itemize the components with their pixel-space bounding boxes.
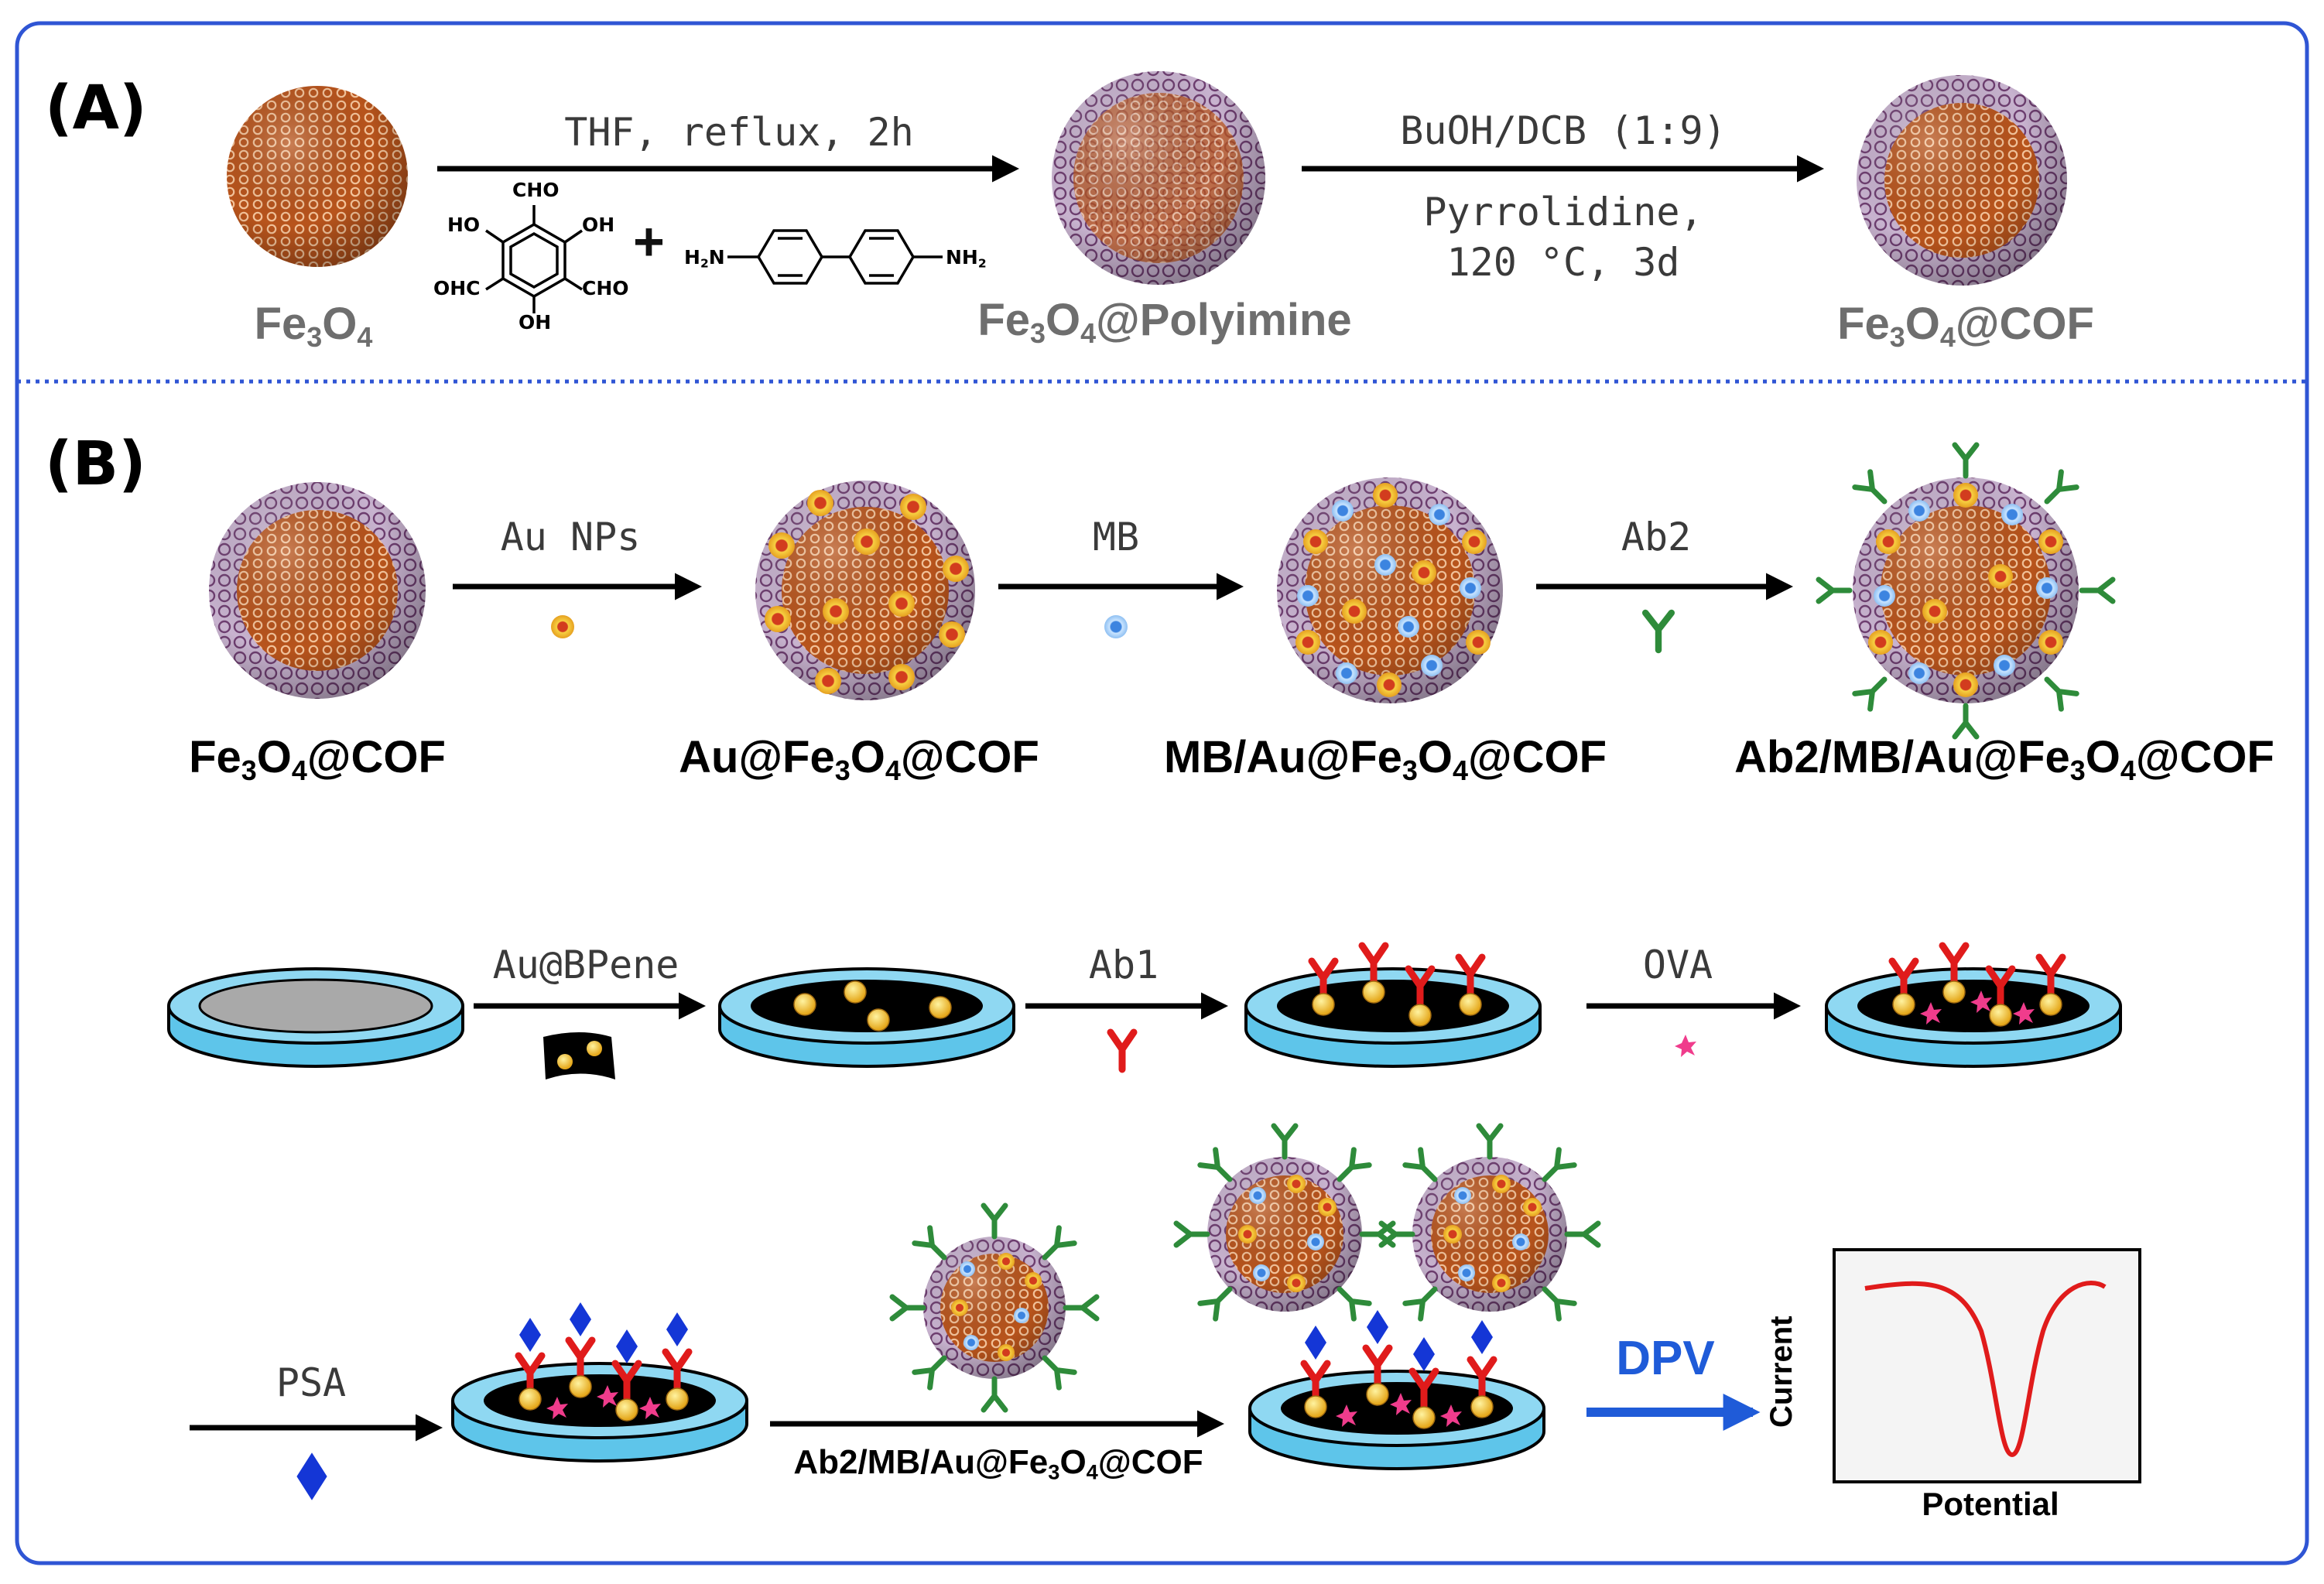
antibody-icon — [1645, 613, 1672, 650]
antibody-icon — [1111, 1032, 1134, 1069]
reagent-dpv: DPV — [1616, 1332, 1715, 1385]
cof-particle-b — [209, 482, 426, 699]
step2-conditions-line2: Pyrrolidine, — [1423, 190, 1703, 234]
amine-left: H2N — [684, 246, 725, 271]
bpene-nanosheet-icon — [543, 1032, 615, 1079]
ab2-mb-au-cof-particle — [1819, 445, 2113, 737]
material-polyimine: Fe3O4@Polyimine — [977, 295, 1352, 350]
outer-frame — [15, 21, 2309, 1565]
electrode-icon — [718, 967, 1015, 1068]
ova-icon — [1675, 1035, 1696, 1057]
reagent-ova: OVA — [1642, 943, 1713, 987]
monomer-triformylphloroglucinol — [485, 205, 583, 313]
electrode-icon — [1825, 946, 2122, 1068]
electrode-icon — [167, 967, 464, 1068]
group-top: CHO — [512, 179, 560, 201]
material-fe3o4: Fe3O4 — [254, 299, 373, 354]
reagent-au-bpene: Au@BPene — [492, 943, 679, 987]
reagent-mb: MB — [1092, 515, 1140, 559]
reagent-probe: Ab2/MB/Au@Fe3O4@COF — [793, 1443, 1203, 1484]
psa-diamond-icon — [296, 1452, 327, 1500]
reagent-ab2: Ab2 — [1621, 515, 1692, 559]
group-lower-left: OHC — [433, 277, 481, 299]
bound-probe-particle — [1381, 1126, 1598, 1319]
reagent-ab1: Ab1 — [1088, 943, 1159, 987]
cof-particle-a — [1857, 75, 2067, 286]
material-cof-b: Fe3O4@COF — [189, 732, 446, 787]
group-bottom: OH — [519, 311, 552, 334]
material-cof-a: Fe3O4@COF — [1837, 299, 2094, 354]
methylene-blue-icon — [1104, 615, 1128, 638]
probe-particle-icon — [892, 1206, 1097, 1410]
material-ab2-mb-au-cof: Ab2/MB/Au@Fe3O4@COF — [1734, 732, 2274, 787]
reagent-psa: PSA — [276, 1360, 347, 1405]
group-upper-right: OH — [582, 214, 615, 236]
step1-conditions: THF, reflux, 2h — [564, 110, 914, 155]
polyimine-particle — [1052, 71, 1265, 285]
dpv-curve — [1864, 1280, 2107, 1458]
plus-sign: + — [633, 211, 665, 272]
panel-a-label: (A) — [45, 74, 147, 143]
dpv-plot — [1833, 1248, 2141, 1483]
au-cof-particle — [755, 481, 975, 700]
panel-b-label: (B) — [45, 429, 146, 499]
gold-nanoparticle-icon — [551, 615, 574, 638]
dpv-ylabel: Current — [1764, 1315, 1799, 1428]
bare-fe3o4-particle — [227, 86, 408, 267]
mb-au-cof-particle — [1277, 477, 1503, 703]
electrode-icon — [1244, 946, 1542, 1068]
step2-conditions-line1: BuOH/DCB (1:9) — [1400, 108, 1727, 153]
monomer-benzidine — [727, 229, 943, 285]
group-lower-right: CHO — [582, 277, 629, 299]
material-mb-au-cof: MB/Au@Fe3O4@COF — [1164, 732, 1607, 787]
dpv-xlabel: Potential — [1922, 1486, 2059, 1522]
bound-probe-particle — [1176, 1126, 1393, 1319]
group-upper-left: HO — [447, 214, 481, 236]
reagent-au-nps: Au NPs — [500, 515, 641, 559]
electrode-icon — [1248, 1310, 1545, 1470]
step2-conditions-line3: 120 °C, 3d — [1446, 240, 1680, 285]
electrode-icon — [451, 1302, 748, 1463]
material-au-cof: Au@Fe3O4@COF — [679, 732, 1039, 787]
amine-right: NH2 — [946, 246, 987, 271]
